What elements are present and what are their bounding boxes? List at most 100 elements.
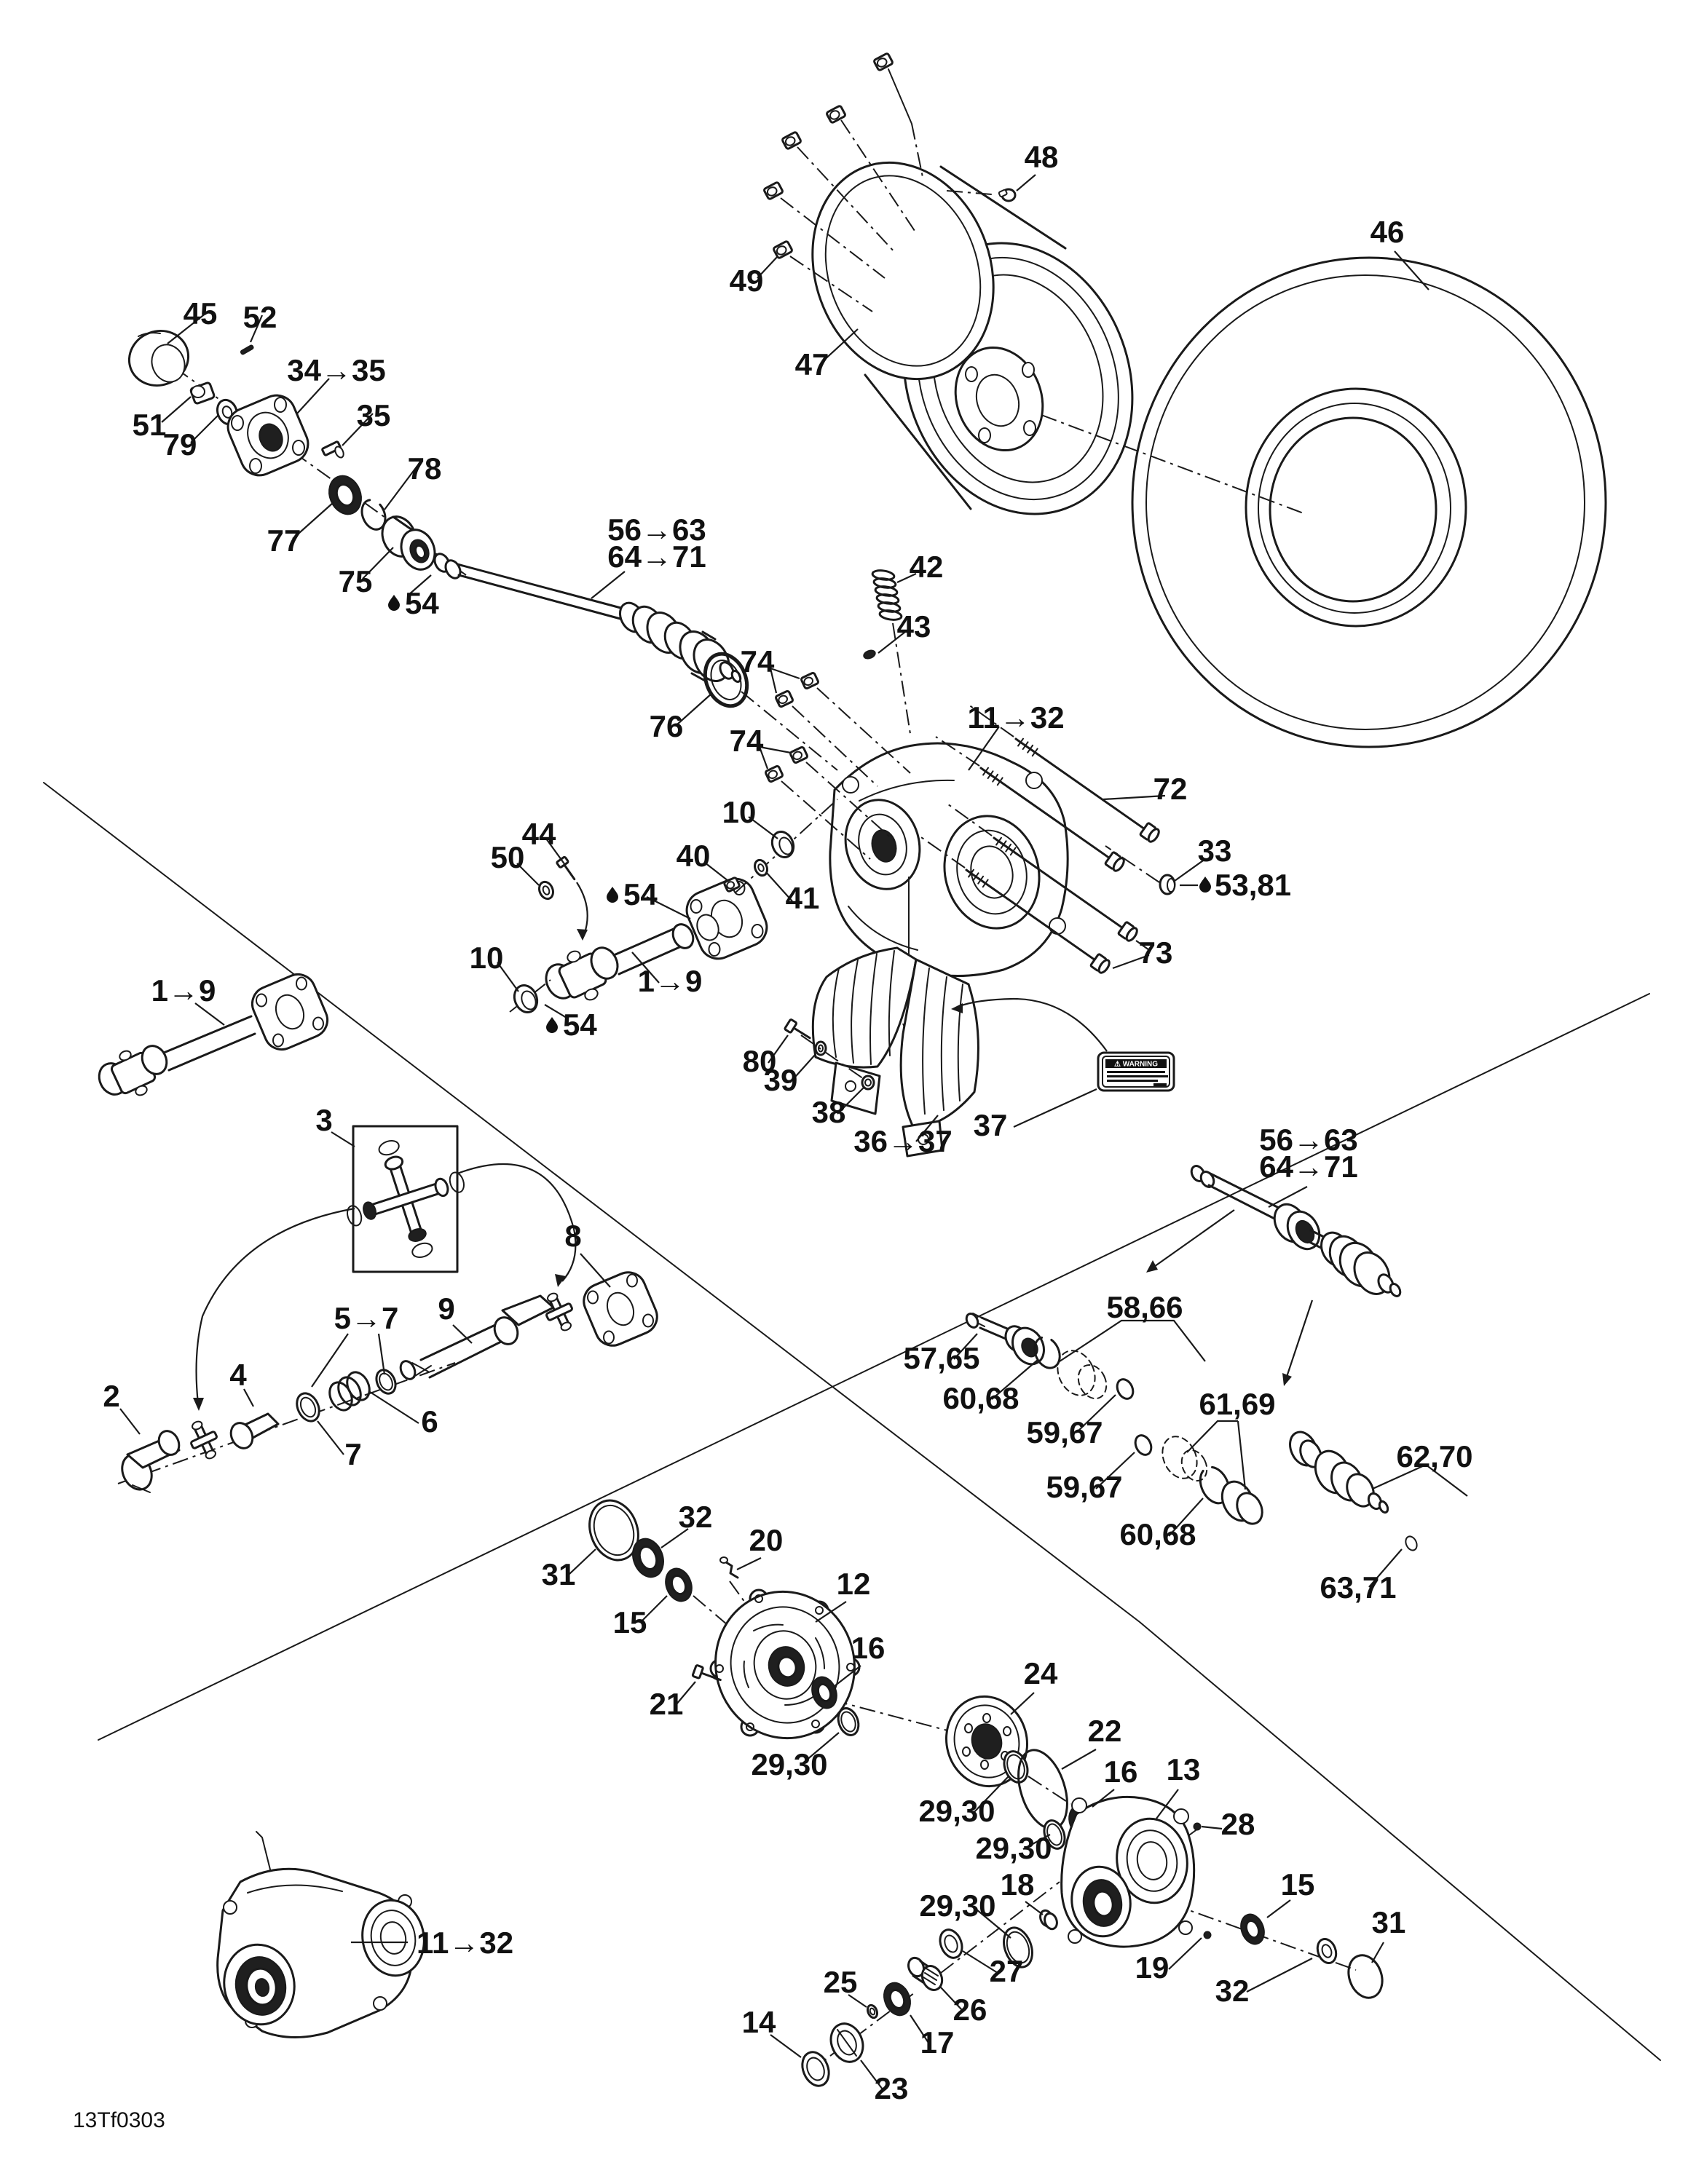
callout-14: 14 (742, 2005, 776, 2039)
callout-33: 33 (1198, 834, 1232, 868)
callout-10a: 10 (722, 795, 757, 829)
washer-25 (866, 2003, 879, 2019)
callout-29-30a: 29,30 (751, 1747, 827, 1781)
assembled-differential (216, 1831, 425, 2038)
callout-57-65: 57,65 (903, 1341, 979, 1375)
wheel-hub (226, 394, 309, 477)
seal-ring-76 (703, 652, 838, 771)
callout-62-70: 62,70 (1396, 1439, 1472, 1473)
seal-32b (1316, 1938, 1338, 1964)
boot-6 (328, 1371, 371, 1412)
callout-27: 27 (990, 1954, 1024, 1988)
grease-droplet-icon (546, 1017, 558, 1033)
callout-6: 6 (421, 1404, 438, 1439)
cotter-pin (240, 344, 254, 355)
ring-5-7 (375, 1369, 397, 1395)
callout-52: 52 (243, 300, 277, 334)
yoke-2 (121, 1430, 181, 1493)
o-ring-31a (588, 1499, 639, 1562)
callout-40: 40 (677, 839, 711, 873)
callout-53-81: 53,81 (1215, 868, 1291, 902)
yoke-4 (229, 1412, 280, 1449)
callout-16a: 16 (851, 1631, 886, 1665)
callout-72: 72 (1153, 772, 1188, 806)
axle-nut (189, 381, 216, 405)
callout-42: 42 (910, 550, 944, 584)
bolt-80 (784, 1018, 811, 1040)
mount-bolts (918, 704, 1176, 974)
wheel-stud (321, 440, 344, 459)
flange-nuts (765, 672, 911, 860)
front-differential-housing (829, 742, 1069, 978)
bearing-15b (1240, 1913, 1265, 1945)
bushing-10-right (770, 831, 795, 858)
wheel-hub-group (127, 330, 467, 576)
callout-17: 17 (920, 2025, 955, 2060)
seal-77 (328, 475, 362, 515)
callout-29-30d: 29,30 (919, 1888, 995, 1923)
bolt-44 (556, 855, 576, 881)
callout-22: 22 (1088, 1714, 1122, 1748)
propshaft-parts-row (117, 1271, 658, 1493)
pin-28 (1193, 1822, 1202, 1831)
washer-27 (939, 1928, 963, 1959)
callout-60-68a: 60,68 (942, 1381, 1019, 1415)
callout-31a: 31 (542, 1557, 576, 1591)
callout-58-66: 58,66 (1106, 1290, 1183, 1324)
callout-20: 20 (749, 1523, 784, 1557)
callout-7: 7 (344, 1437, 361, 1471)
callout-74a: 74 (741, 644, 775, 678)
callout-78: 78 (408, 451, 442, 486)
callout-56-63a: 56→63 (607, 513, 706, 547)
u-joint-cross-small-b (545, 1292, 573, 1332)
propeller-shaft-front (98, 973, 329, 1096)
lug-nuts (763, 52, 924, 312)
callout-1-9b: 1→9 (151, 973, 216, 1008)
callout-74b: 74 (730, 724, 764, 758)
doc-code: 13Tf0303 (73, 2108, 165, 2132)
callout-63-71: 63,71 (1320, 1570, 1396, 1605)
callout-39: 39 (764, 1063, 798, 1097)
callout-59-67b: 59,67 (1046, 1470, 1122, 1504)
nut-38 (861, 1075, 875, 1091)
grease-droplet-icon (388, 595, 400, 611)
callout-11-32b: 11→32 (417, 1926, 513, 1960)
callout-15b: 15 (1281, 1867, 1315, 1902)
ring-59-67b (1134, 1434, 1153, 1456)
callout-48: 48 (1025, 140, 1059, 174)
pin-19 (1203, 1931, 1212, 1939)
callout-1-9a: 1→9 (638, 964, 703, 998)
callout-12: 12 (837, 1567, 871, 1601)
callout-24: 24 (1024, 1656, 1058, 1690)
callout-45: 45 (184, 296, 218, 331)
flange-yoke-8 (583, 1271, 658, 1347)
callout-41: 41 (786, 881, 820, 915)
callout-47: 47 (795, 347, 829, 381)
wheel-rim (811, 161, 1304, 515)
callout-54c: 54 (563, 1008, 597, 1042)
callout-61-69: 61,69 (1199, 1387, 1275, 1421)
callout-64-71b: 64→71 (1259, 1150, 1357, 1184)
callout-23: 23 (875, 2071, 909, 2105)
tire (1131, 256, 1607, 748)
callout-13: 13 (1167, 1752, 1201, 1787)
grease-droplet-icon (607, 887, 618, 903)
callout-60-68b: 60,68 (1119, 1517, 1196, 1551)
slip-shaft-9 (399, 1294, 555, 1380)
callout-4: 4 (229, 1358, 247, 1392)
bearing-17 (883, 1982, 911, 2017)
callout-38: 38 (812, 1095, 846, 1129)
rear-differential-housing-13 (1060, 1795, 1196, 1948)
washer-50 (538, 880, 554, 901)
callout-43: 43 (897, 609, 931, 644)
washer-41 (754, 858, 768, 877)
circlip-60-68 (1033, 1336, 1061, 1369)
breather-20 (719, 1556, 739, 1579)
circlip-78 (360, 499, 387, 531)
callout-11-32a: 11→32 (967, 700, 1064, 735)
pinion-26 (907, 1956, 944, 1991)
callout-19: 19 (1135, 1950, 1170, 1985)
u-joint-cross-detail-box (193, 1125, 577, 1411)
